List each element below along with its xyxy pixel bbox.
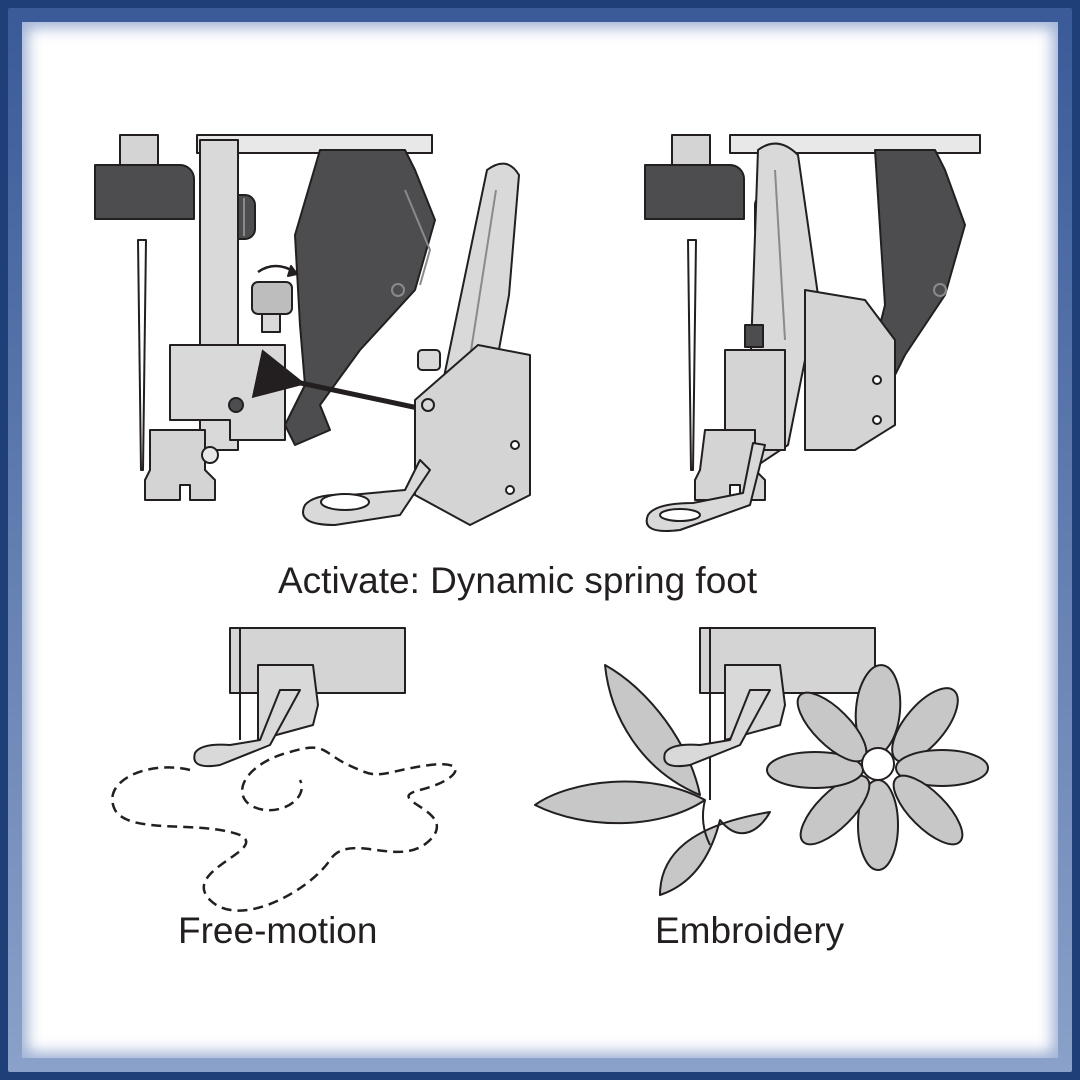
needle-right — [687, 239, 697, 471]
attached-foot-body — [804, 289, 896, 451]
needle-left — [137, 239, 147, 471]
attach-diagram-left — [94, 134, 531, 526]
needle-clamp-right — [644, 164, 745, 220]
fm-machine-part — [229, 627, 406, 694]
embroidery-diagram — [534, 627, 989, 896]
needle-clamp-left — [94, 164, 195, 220]
flower-center — [861, 747, 895, 781]
arrow-left-icon — [251, 349, 419, 411]
flower — [766, 664, 989, 871]
free-motion-stitch-path — [111, 746, 457, 912]
thumb-screw-left — [251, 281, 293, 315]
attach-diagram-right — [644, 134, 981, 532]
caption-embroidery: Embroidery — [655, 910, 845, 951]
shank-hole — [262, 370, 282, 390]
leaf-top — [604, 664, 701, 796]
fm-foot-sole — [193, 689, 301, 768]
machine-housing-right — [729, 134, 981, 154]
emb-foot-sole — [663, 689, 771, 768]
lever-left — [284, 149, 436, 446]
leaf-bottom — [659, 811, 771, 896]
leaf-left — [534, 780, 706, 825]
machine-housing-left — [196, 134, 433, 154]
free-motion-diagram — [111, 627, 457, 912]
spring-foot-sole — [302, 459, 431, 526]
caption-free-motion: Free-motion — [178, 910, 378, 951]
caption-activate: Activate: Dynamic spring foot — [278, 560, 758, 601]
ankle-left — [144, 429, 216, 501]
spring-foot-body — [414, 344, 531, 526]
